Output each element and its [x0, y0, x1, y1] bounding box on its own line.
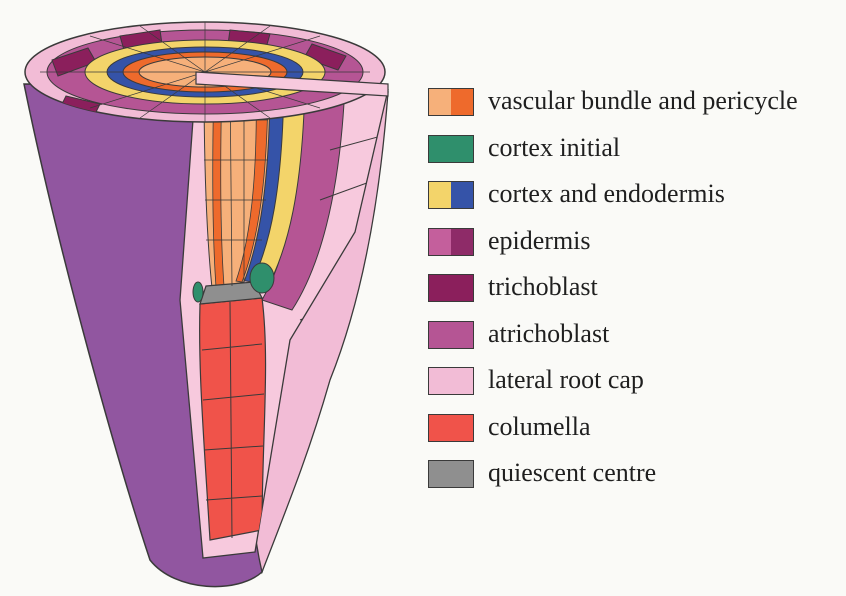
legend-label: cortex initial — [488, 132, 620, 164]
legend-swatch — [428, 460, 474, 488]
legend-label: epidermis — [488, 225, 591, 257]
columella-region — [200, 298, 266, 540]
legend-label: lateral root cap — [488, 364, 644, 396]
legend-swatch — [428, 274, 474, 302]
legend-swatch — [428, 321, 474, 349]
legend-swatch — [428, 88, 474, 116]
legend-label: vascular bundle and pericycle — [488, 85, 798, 117]
legend-swatch — [428, 135, 474, 163]
root-cross-section-top — [25, 22, 388, 122]
legend-label: trichoblast — [488, 271, 598, 303]
cortex-initial-left — [193, 282, 203, 302]
cortex-initial-right — [250, 263, 274, 293]
legend-swatch — [428, 367, 474, 395]
legend-label: atrichoblast — [488, 318, 609, 350]
legend-swatch — [428, 414, 474, 442]
legend-label: cortex and endodermis — [488, 178, 725, 210]
legend-label: quiescent centre — [488, 457, 656, 489]
legend-swatch — [428, 181, 474, 209]
legend-label: columella — [488, 411, 591, 443]
legend-swatch — [428, 228, 474, 256]
